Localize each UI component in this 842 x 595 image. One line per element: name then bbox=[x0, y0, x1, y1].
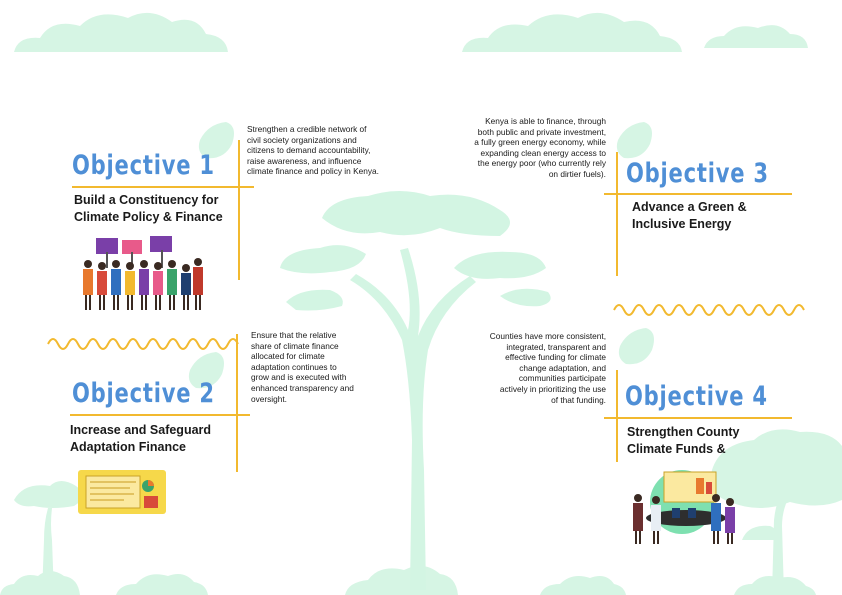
objective-3-description: Kenya is able to finance, through both p… bbox=[474, 116, 606, 179]
objective-3-vertical-rule bbox=[616, 152, 618, 276]
objective-1-vertical-rule bbox=[238, 140, 240, 280]
objective-2-subtitle: Increase and Safeguard Adaptation Financ… bbox=[70, 423, 212, 454]
cloud-icon bbox=[462, 12, 682, 52]
cloud-icon bbox=[0, 565, 816, 595]
objective-1-description: Strengthen a credible network of civil s… bbox=[247, 124, 379, 177]
objective-4-divider bbox=[604, 417, 792, 419]
objective-3-divider bbox=[604, 193, 792, 195]
objective-2-description: Ensure that the relative share of climat… bbox=[251, 330, 354, 404]
protest-crowd-illustration bbox=[83, 236, 203, 310]
zigzag-wave-icon bbox=[613, 304, 805, 316]
objective-4-subtitle: Strengthen County Climate Funds & bbox=[627, 425, 740, 456]
meeting-table-illustration bbox=[633, 470, 735, 544]
presentation-board-illustration bbox=[78, 470, 166, 514]
zigzag-wave-icon bbox=[47, 338, 239, 350]
objective-2-vertical-rule bbox=[236, 334, 238, 472]
objective-2-divider bbox=[70, 414, 250, 416]
objective-4-vertical-rule bbox=[616, 370, 618, 462]
objective-3-subtitle: Advance a Green & Inclusive Energy bbox=[632, 200, 747, 231]
cloud-icon bbox=[14, 12, 228, 52]
acacia-tree-icon bbox=[280, 191, 551, 590]
objective-4-description: Counties have more consistent, integrate… bbox=[489, 331, 606, 405]
objective-1-divider bbox=[72, 186, 254, 188]
acacia-tree-icon bbox=[710, 429, 842, 595]
objective-1-subtitle: Build a Constituency for Climate Policy … bbox=[74, 193, 223, 224]
objective-3-title: Objective 3 bbox=[626, 158, 769, 189]
objective-4-title: Objective 4 bbox=[625, 381, 768, 412]
objective-1-title: Objective 1 bbox=[72, 150, 215, 181]
leaf-icon bbox=[188, 122, 654, 389]
cloud-icon bbox=[704, 25, 808, 48]
objective-2-title: Objective 2 bbox=[72, 378, 215, 409]
acacia-tree-icon bbox=[14, 481, 83, 595]
